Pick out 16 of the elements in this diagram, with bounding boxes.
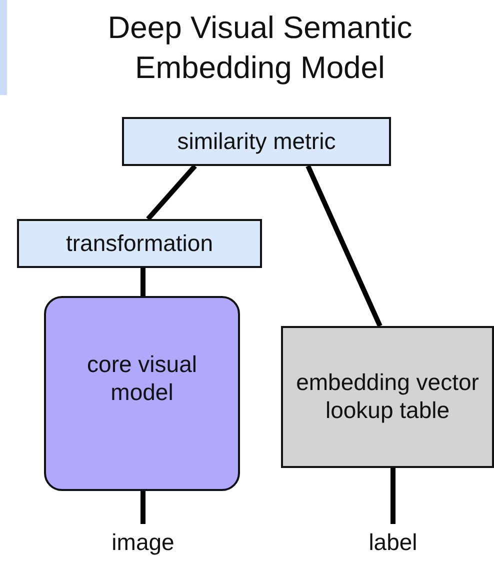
- connector-line: [140, 268, 146, 296]
- connector-line: [306, 164, 382, 328]
- input-label: image: [83, 523, 203, 563]
- model-box: [44, 296, 240, 491]
- input-label: label: [333, 523, 453, 563]
- connector-line: [390, 468, 396, 524]
- box-label: embedding vector lookup table: [295, 369, 480, 425]
- table-box: [281, 326, 494, 468]
- connector-line: [146, 164, 197, 221]
- box-label: similarity metric: [176, 128, 337, 156]
- connector-line: [140, 491, 146, 524]
- box-label: transformation: [64, 230, 214, 258]
- process-box: [122, 117, 391, 166]
- box-label: core visual model: [87, 350, 197, 406]
- diagram-title: Deep Visual Semantic Embedding Model: [106, 9, 414, 88]
- process-box: [17, 219, 262, 268]
